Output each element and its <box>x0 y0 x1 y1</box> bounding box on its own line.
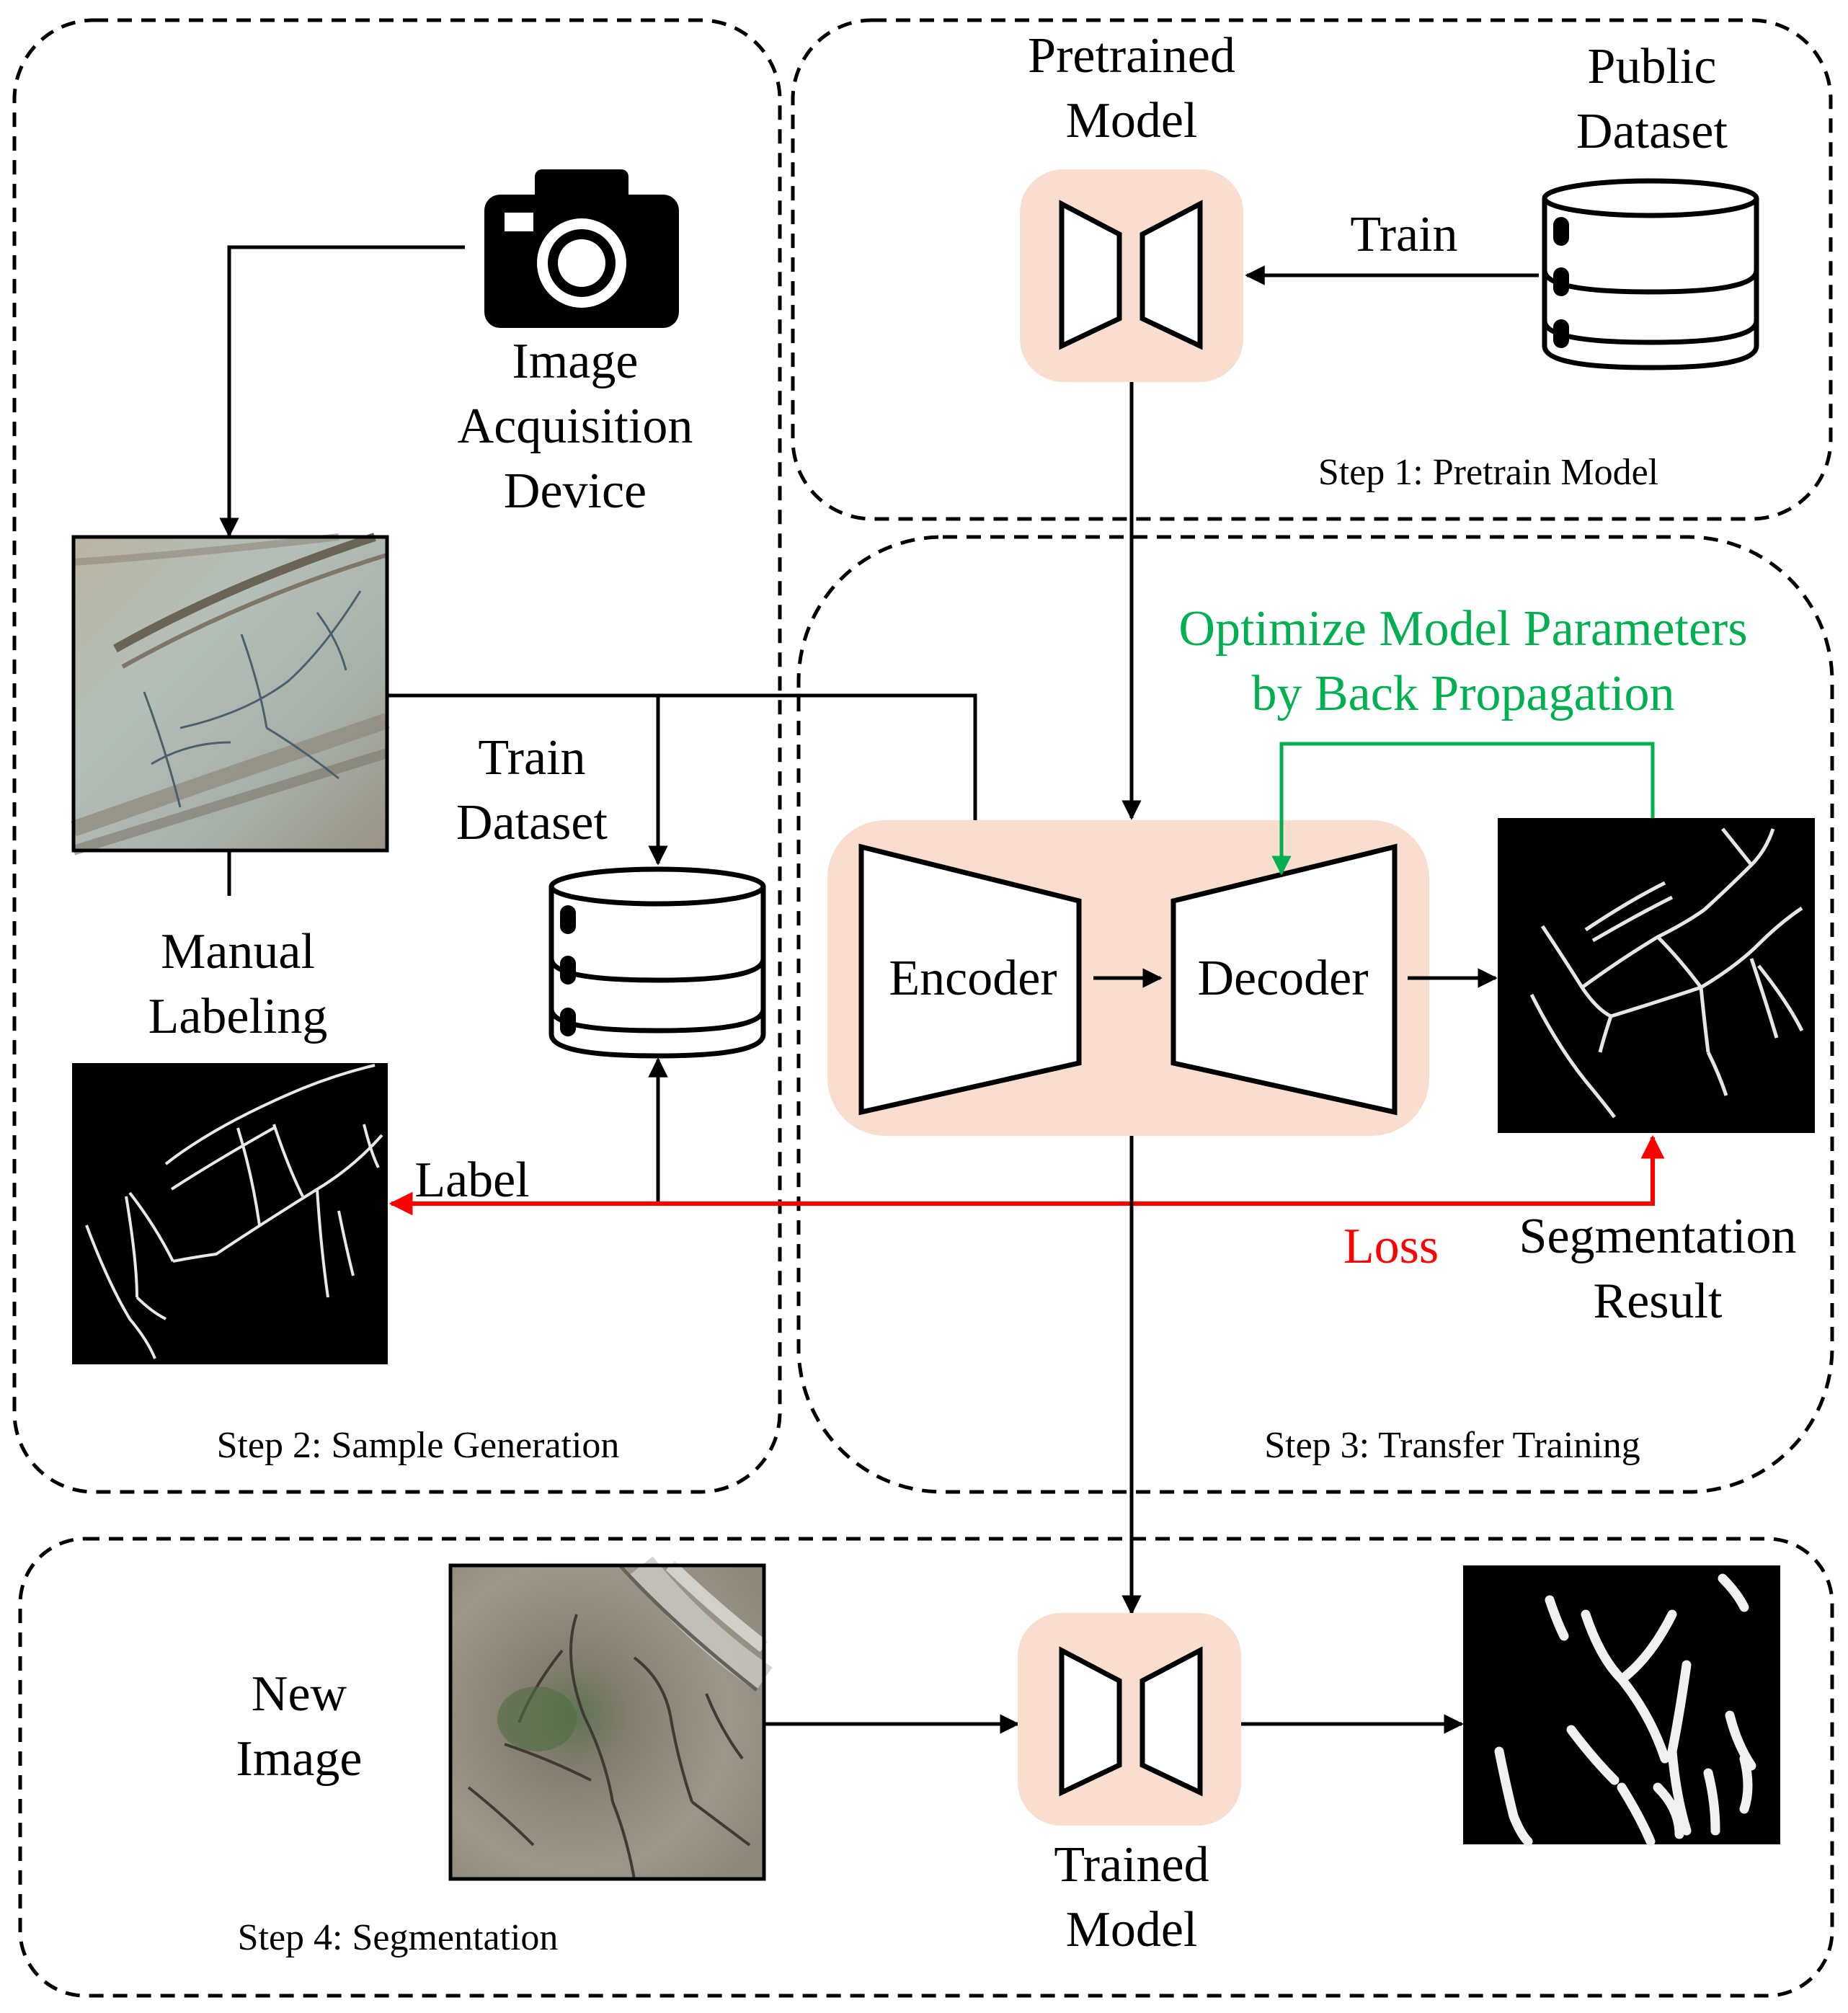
encoder-block <box>858 843 1082 1116</box>
label-arrow-label: Label <box>414 1152 529 1208</box>
step3-caption: Step 3: Transfer Training <box>1264 1425 1640 1466</box>
step1-region <box>791 18 1833 521</box>
optimize-label-line1: Optimize Model Parameters <box>1178 601 1747 657</box>
step4-region <box>18 1537 1834 1998</box>
loss-arrow-to-result <box>1283 1134 1665 1206</box>
pretrained-model-label-line2: Model <box>1066 93 1198 148</box>
new-image-label-line1: New <box>252 1666 347 1722</box>
pretrained-model-label-line1: Pretrained <box>1028 28 1235 84</box>
step3-region <box>796 535 1834 1494</box>
manual-labeling-label-line2: Labeling <box>148 989 328 1044</box>
label-mask-image <box>72 1063 388 1364</box>
photo-to-encoder-arrow <box>387 693 985 866</box>
step1-caption: Step 1: Pretrain Model <box>1318 452 1658 493</box>
loss-label: Loss <box>1343 1219 1439 1274</box>
segmentation-output-image <box>1463 1565 1780 1847</box>
pretrained-model-icon <box>1020 169 1243 382</box>
camera-icon <box>484 169 679 328</box>
image-acquisition-device-label-line3: Device <box>504 463 647 519</box>
decoder-label: Decoder <box>1197 951 1368 1006</box>
segmentation-result-label-line2: Result <box>1594 1274 1723 1329</box>
step2-caption: Step 2: Sample Generation <box>217 1425 620 1466</box>
public-dataset-database-icon <box>1542 178 1759 370</box>
trained-model-icon <box>1018 1613 1241 1826</box>
trained-model-label-line2: Model <box>1066 1902 1198 1958</box>
training-photo <box>71 533 390 856</box>
encoder-label: Encoder <box>889 951 1057 1006</box>
step2-region <box>12 18 782 1494</box>
backpropagation-arrow <box>1271 742 1655 876</box>
train-arrow-label: Train <box>1350 207 1457 262</box>
segmentation-result-image <box>1498 818 1815 1133</box>
optimize-label-line2: by Back Propagation <box>1251 666 1674 721</box>
image-acquisition-device-label-line2: Acquisition <box>458 399 693 454</box>
segmentation-result-label-line1: Segmentation <box>1519 1209 1797 1264</box>
train-dataset-database-icon <box>548 866 766 1059</box>
train-dataset-label-line2: Dataset <box>456 795 608 850</box>
step4-caption: Step 4: Segmentation <box>238 1917 559 1958</box>
decoder-block <box>1170 843 1398 1116</box>
new-image-photo <box>448 1556 773 1881</box>
trained-model-label-line1: Trained <box>1054 1837 1209 1893</box>
train-dataset-label-line1: Train <box>478 730 585 786</box>
new-image-label-line2: Image <box>236 1731 363 1787</box>
public-dataset-label-line1: Public <box>1588 39 1717 94</box>
image-acquisition-device-label-line1: Image <box>512 334 639 389</box>
public-dataset-label-line2: Dataset <box>1576 104 1728 159</box>
manual-labeling-label-line1: Manual <box>161 924 315 979</box>
camera-to-photo-arrow <box>219 245 465 538</box>
